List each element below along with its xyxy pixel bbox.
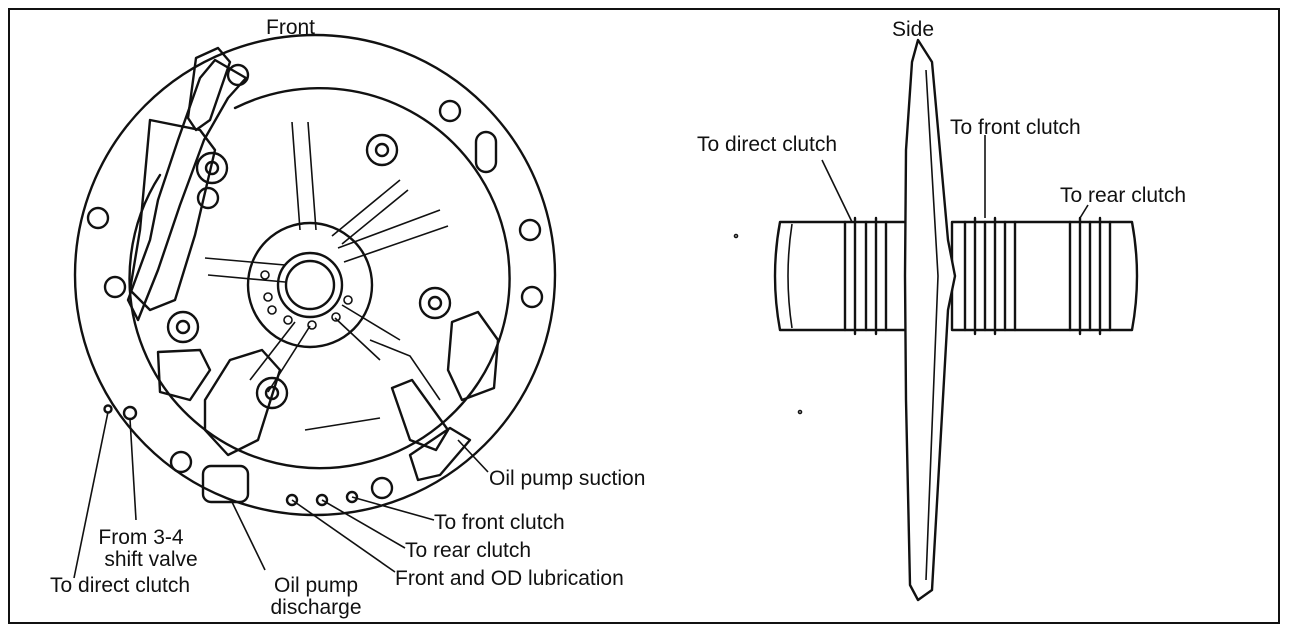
label-front-od-lubrication: Front and OD lubrication: [395, 567, 624, 590]
label-to-front-clutch: To front clutch: [434, 511, 565, 534]
discharge-slot: [201, 464, 250, 504]
spoke-lower: [249, 321, 311, 393]
leader-rear-clutch: [321, 499, 406, 549]
cavity-lower-right: [390, 378, 450, 452]
cavity-lower: [203, 348, 282, 457]
rim-hole: [226, 63, 250, 87]
label-from-shift-valve-line2: shift valve: [104, 548, 198, 572]
rim-hole: [518, 218, 542, 242]
hub-ring: [276, 251, 344, 319]
label-to-direct-clutch: To direct clutch: [50, 574, 191, 597]
label-oil-pump-discharge: Oil pump discharge: [256, 574, 376, 620]
bolt-boss: [195, 151, 229, 185]
label-to-rear-clutch: To rear clutch: [405, 539, 532, 562]
hub-outer: [246, 221, 374, 349]
suction-slot: [408, 426, 472, 482]
small-port: [285, 493, 299, 507]
leader-suction: [457, 439, 489, 473]
leader-side-rear: [1079, 204, 1089, 219]
rim-hole: [103, 275, 127, 299]
leader-shift-valve: [129, 418, 137, 521]
leader-od-lubrication: [291, 499, 396, 573]
flange-edge: [925, 69, 939, 581]
inner-web: [304, 339, 441, 431]
label-side-to-front-clutch: To front clutch: [950, 116, 1081, 139]
hub-hole: [267, 305, 277, 315]
hub-hole: [307, 320, 317, 330]
stray-mark: [733, 233, 739, 239]
rear-clutch-grooves: [1068, 216, 1112, 336]
rim-hole: [438, 99, 462, 123]
hub-hole: [343, 295, 353, 305]
shaft-left-end: [787, 223, 793, 329]
hub-hole: [331, 312, 341, 322]
bolt-boss: [418, 286, 452, 320]
pump-inner-rim: [128, 86, 511, 470]
side-view-title: Side: [892, 18, 935, 41]
hub-hole: [260, 270, 270, 280]
side-view-drawing: [733, 38, 1139, 602]
small-port: [315, 493, 329, 507]
label-oil-pump-suction: Oil pump suction: [489, 467, 646, 490]
spoke-left: [204, 257, 286, 283]
left-channel-block: [128, 118, 217, 312]
leader-side-direct: [821, 159, 853, 223]
rim-hole: [196, 186, 220, 210]
hub-bore: [284, 259, 336, 311]
spoke-lower-right: [334, 304, 401, 361]
bolt-boss: [166, 310, 200, 344]
leader-direct-clutch: [73, 411, 109, 579]
small-port: [103, 404, 113, 414]
bolt-boss: [365, 133, 399, 167]
rim-slot: [474, 130, 498, 174]
spoke-upper-right: [331, 179, 409, 245]
front-clutch-grooves: [963, 216, 1017, 336]
stray-mark: [797, 409, 803, 415]
cavity-left: [156, 348, 212, 402]
shaft-left: [773, 220, 910, 332]
label-side-to-direct-clutch: To direct clutch: [697, 133, 838, 156]
direct-clutch-grooves: [843, 216, 888, 336]
hub-hole: [283, 315, 293, 325]
cavity-right: [446, 310, 500, 402]
hub-hole: [263, 292, 273, 302]
flange-disc: [903, 38, 957, 602]
small-port: [345, 490, 359, 504]
spoke-top: [291, 121, 317, 231]
front-view-title: Front: [266, 16, 316, 39]
shaft-right: [950, 220, 1139, 332]
rim-hole: [520, 285, 544, 309]
top-slot: [186, 46, 232, 132]
rim-hole: [169, 450, 193, 474]
leader-discharge: [231, 501, 266, 571]
upper-channel: [126, 58, 248, 322]
label-oil-pump-discharge-line2: discharge: [270, 596, 362, 620]
leader-front-clutch: [351, 496, 435, 521]
rim-hole: [86, 206, 110, 230]
rim-hole: [370, 476, 394, 500]
front-view-drawing: [73, 33, 557, 579]
label-oil-pump-discharge-line1: Oil pump: [273, 574, 359, 597]
label-from-shift-valve: From 3-4 shift valve: [96, 526, 206, 572]
label-from-shift-valve-line1: From 3-4: [98, 526, 184, 549]
pump-outer-rim: [73, 33, 557, 517]
small-port: [122, 405, 138, 421]
label-side-to-rear-clutch: To rear clutch: [1060, 184, 1187, 207]
